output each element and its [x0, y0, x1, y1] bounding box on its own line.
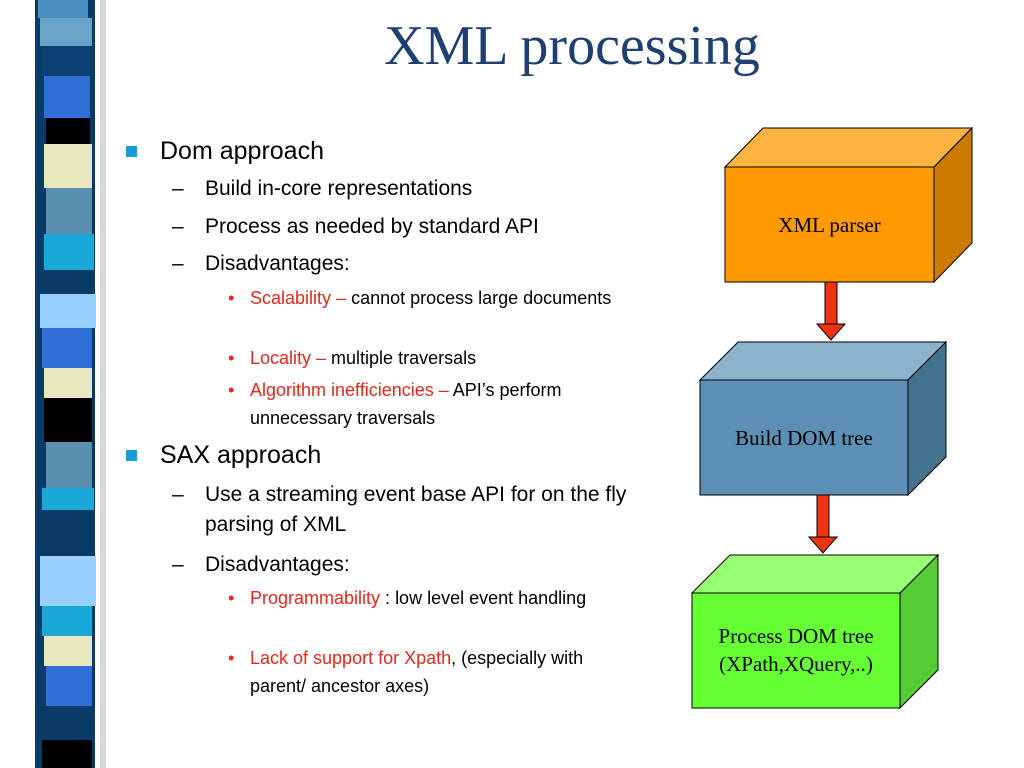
- process-label-line1: Process DOM tree: [718, 624, 874, 648]
- slide-title: XML processing: [384, 15, 760, 77]
- separator: –: [311, 348, 332, 368]
- term: Lack of support for Xpath: [250, 648, 452, 668]
- dot-bullet-icon: •: [228, 348, 235, 368]
- separator: –: [433, 380, 453, 400]
- dot-bullet-icon: •: [228, 588, 235, 608]
- dot-bullet-icon: •: [228, 648, 235, 668]
- term: Scalability: [250, 288, 332, 308]
- description: low level event handling: [395, 588, 587, 608]
- term: Programmability: [250, 588, 381, 608]
- term: Algorithm inefficiencies: [250, 380, 434, 400]
- sub-bullet: – Disadvantages:: [172, 550, 645, 580]
- separator: :: [380, 588, 396, 608]
- description: (especially with parent/ ancestor axes): [250, 648, 584, 696]
- process-dom-tree-label: Process DOM tree (XPath,XQuery,..): [692, 622, 900, 678]
- sub-sub-bullet: • Lack of support for Xpath, (especially…: [228, 644, 630, 700]
- bullet-text: SAX approach: [160, 441, 322, 469]
- bullet-text: Dom approach: [160, 137, 324, 165]
- sub-bullet: – Process as needed by standard API: [172, 212, 645, 242]
- process-label-line2: (XPath,XQuery,..): [719, 652, 873, 676]
- separator: ,: [451, 648, 462, 668]
- sub-bullet-text: Disadvantages:: [205, 252, 350, 275]
- square-bullet-icon: [126, 450, 137, 461]
- sub-sub-bullet: • Scalability – cannot process large doc…: [228, 284, 630, 312]
- dash-bullet-icon: –: [172, 177, 184, 200]
- process-dom-tree-box: [690, 553, 940, 710]
- separator: –: [331, 288, 352, 308]
- strip-shadow: [100, 0, 106, 768]
- description: cannot process large documents: [351, 288, 612, 308]
- dash-bullet-icon: –: [172, 483, 184, 506]
- build-dom-tree-box: [698, 340, 948, 497]
- sub-bullet: – Disadvantages:: [172, 249, 645, 279]
- sub-bullet-text: Build in-core representations: [205, 177, 473, 200]
- sub-bullet-text: Disadvantages:: [205, 553, 350, 576]
- xml-parser-box: [723, 126, 974, 284]
- down-arrow-icon: [807, 494, 839, 554]
- dash-bullet-icon: –: [172, 215, 184, 238]
- strip-stripes: [35, 0, 96, 768]
- bullet-dom-approach: Dom approach: [126, 136, 324, 166]
- sub-bullet: – Build in-core representations: [172, 174, 645, 204]
- sub-sub-bullet: • Algorithm inefficiencies – API’s perfo…: [228, 376, 630, 432]
- decorative-side-strip: [35, 0, 106, 768]
- down-arrow-icon: [815, 281, 847, 341]
- sub-bullet: – Use a streaming event base API for on …: [172, 480, 645, 540]
- sub-sub-bullet: • Programmability : low level event hand…: [228, 584, 630, 612]
- dot-bullet-icon: •: [228, 288, 235, 308]
- dash-bullet-icon: –: [172, 553, 184, 576]
- description: API’s perform unnecessary traversals: [250, 380, 562, 428]
- xml-parser-label: XML parser: [778, 213, 881, 237]
- dash-bullet-icon: –: [172, 252, 184, 275]
- sub-bullet-text: Process as needed by standard API: [205, 215, 539, 238]
- sub-sub-bullet: • Locality – multiple traversals: [228, 344, 630, 372]
- bullet-sax-approach: SAX approach: [126, 440, 322, 470]
- build-dom-tree-label: Build DOM tree: [735, 426, 873, 450]
- dot-bullet-icon: •: [228, 380, 235, 400]
- square-bullet-icon: [126, 146, 137, 157]
- sub-bullet-text: Use a streaming event base API for on th…: [205, 483, 627, 536]
- term: Locality: [250, 348, 312, 368]
- description: multiple traversals: [331, 348, 477, 368]
